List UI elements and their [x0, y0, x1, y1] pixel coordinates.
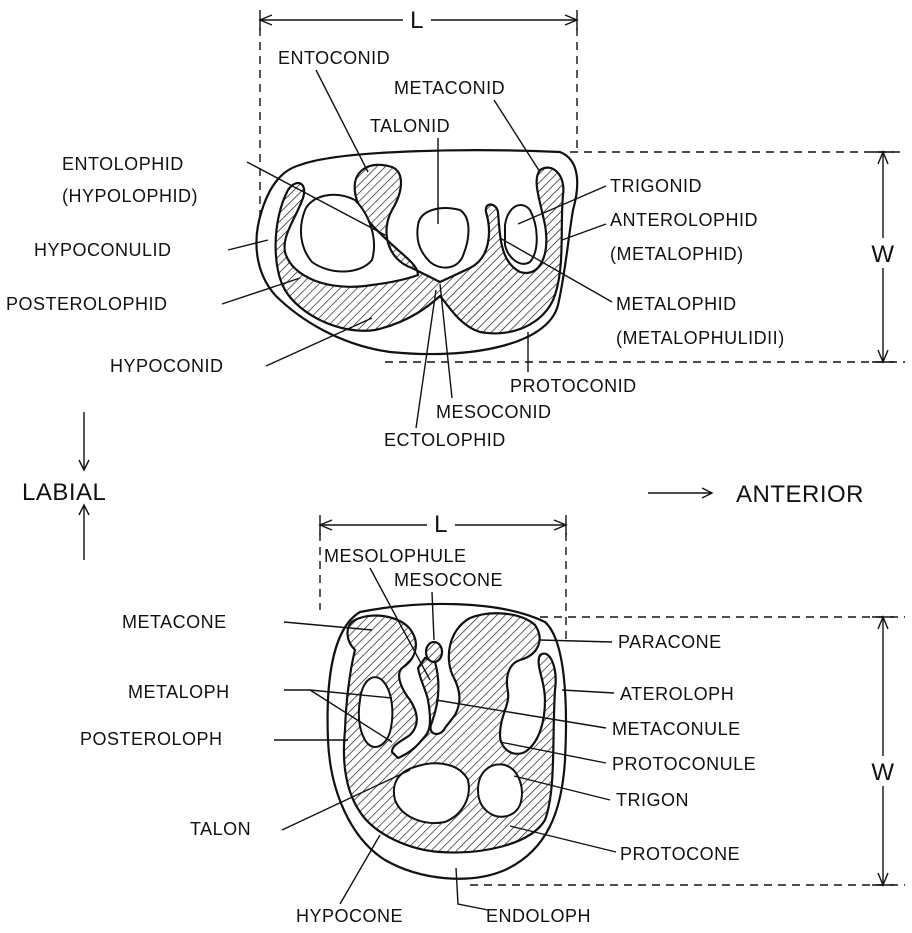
upper-length-dimension: L: [320, 510, 566, 538]
label-hypocone: HYPOCONE: [296, 906, 403, 926]
lower-molar-figure: L W ENTOCONID METACONID TALONID ENTOLOPH…: [6, 6, 905, 450]
label-hypoconulid: HYPOCONULID: [34, 240, 172, 260]
label-talon: TALON: [190, 819, 251, 839]
label-mesocone: MESOCONE: [394, 570, 503, 590]
label-mesoconid: MESOCONID: [436, 402, 552, 422]
lower-molar-trigonid-basin: [505, 205, 537, 264]
upper-molar-mesocone: [426, 642, 442, 662]
label-hypolophid: (HYPOLOPHID): [62, 186, 198, 206]
label-metalophulid: (METALOPHULIDII): [616, 328, 785, 348]
upper-molar-posterior-basin: [359, 677, 393, 747]
lower-width-dimension: W: [866, 152, 900, 362]
label-trigonid: TRIGONID: [610, 176, 702, 196]
label-protocone: PROTOCONE: [620, 844, 740, 864]
label-endoloph: ENDOLOPH: [486, 906, 591, 926]
label-metaloph: METALOPH: [128, 682, 230, 702]
label-posterolophid: POSTEROLOPHID: [6, 294, 168, 314]
lower-length-label: L: [410, 7, 424, 34]
lower-width-label: W: [871, 241, 894, 268]
label-entoconid: ENTOCONID: [278, 48, 390, 68]
upper-width-dimension: W: [866, 617, 900, 885]
upper-length-label: L: [434, 511, 448, 538]
label-ateroloph: ATEROLOPH: [620, 684, 734, 704]
label-anterior: ANTERIOR: [736, 481, 864, 508]
label-talonid: TALONID: [370, 116, 450, 136]
label-metaconid: METACONID: [394, 78, 505, 98]
label-metaconule: METACONULE: [612, 719, 741, 739]
label-entolophid: ENTOLOPHID: [62, 154, 184, 174]
label-anterolophid: ANTEROLOPHID: [610, 210, 758, 230]
upper-molar-figure: L W MESOLOPHULE MESOCONE METACONE PARACO…: [80, 510, 905, 926]
label-ectolophid: ECTOLOPHID: [384, 430, 506, 450]
label-posteroloph: POSTEROLOPH: [80, 729, 223, 749]
label-protoconid: PROTOCONID: [510, 376, 637, 396]
label-mesolophule: MESOLOPHULE: [324, 546, 467, 566]
upper-molar-trigon-basin: [478, 764, 522, 816]
anterior-arrow: [648, 488, 712, 498]
lower-length-dimension: L: [260, 6, 577, 34]
label-metacone: METACONE: [122, 612, 227, 632]
label-hypoconid: HYPOCONID: [110, 356, 224, 376]
label-metalophid: METALOPHID: [616, 294, 737, 314]
label-metalophid-alt: (METALOPHID): [610, 244, 744, 264]
label-paracone: PARACONE: [618, 632, 722, 652]
upper-width-label: W: [871, 759, 894, 786]
label-labial: LABIAL: [22, 479, 106, 506]
label-protoconule: PROTOCONULE: [612, 754, 756, 774]
label-trigon: TRIGON: [616, 790, 689, 810]
